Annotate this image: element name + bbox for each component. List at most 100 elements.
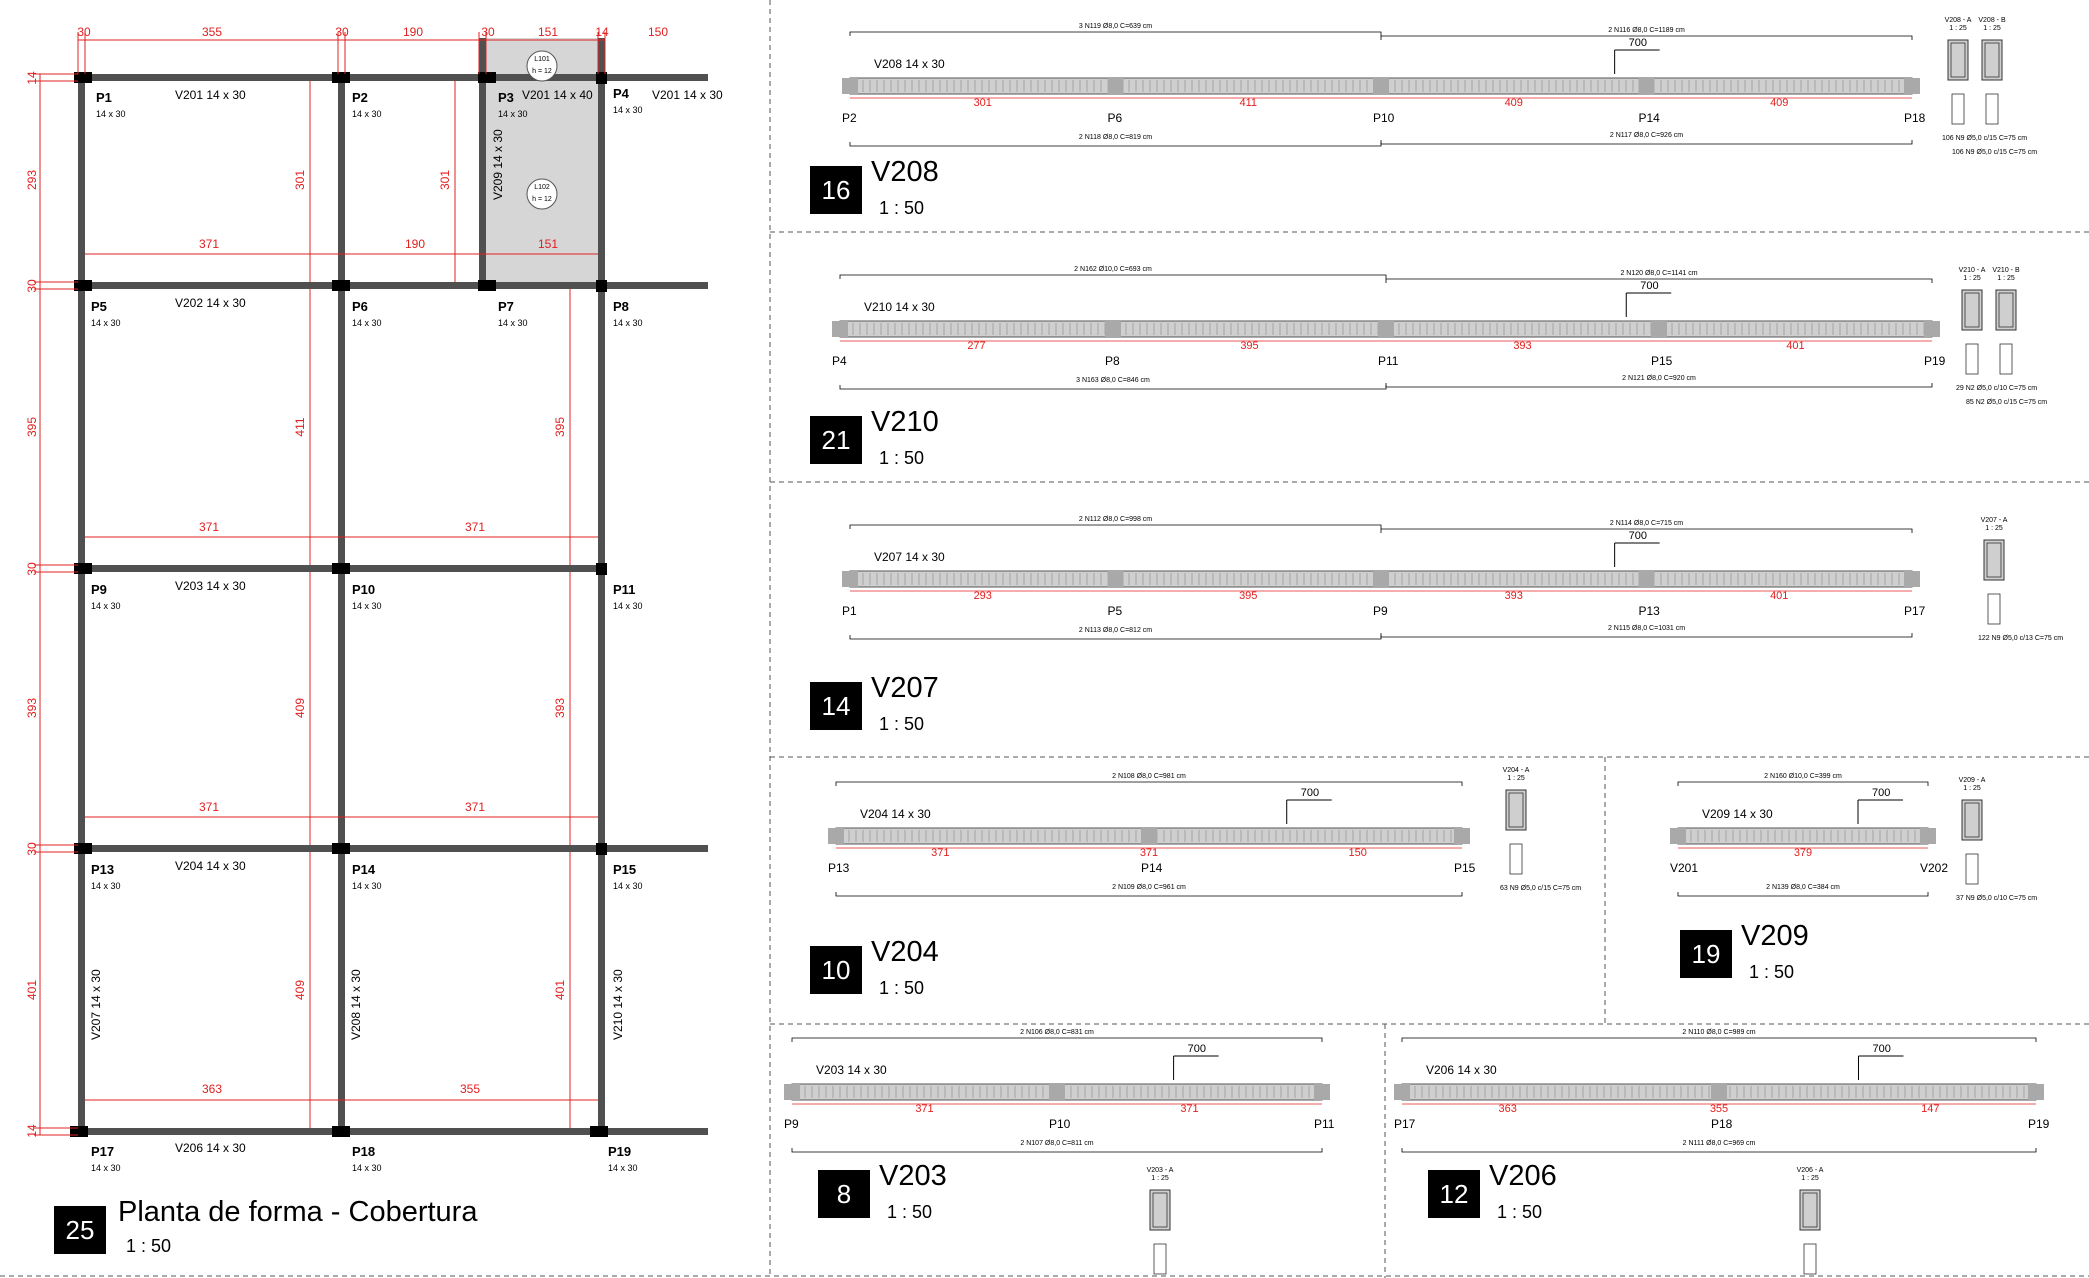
plan-dimension-lines	[34, 32, 606, 1136]
load-value: 700	[1872, 1043, 1890, 1055]
beam-label-v206: V206 14 x 30	[175, 1141, 246, 1155]
dim-inner-8: 355	[460, 1082, 480, 1096]
pillar-size: 14 x 30	[352, 1163, 382, 1173]
dim-left-1: 293	[25, 170, 39, 190]
support-V202	[1920, 828, 1936, 844]
dim-top-0: 30	[77, 25, 91, 39]
support-P15	[1651, 321, 1667, 337]
pillar-label-p14: P14	[352, 862, 376, 877]
detail-scale-v206: 1 : 50	[1497, 1202, 1543, 1222]
stirrup-shape	[1999, 343, 2013, 375]
top-bar-label: 2 N162 Ø10,0 C=693 cm	[1074, 266, 1152, 273]
bottom-bar-label: 2 N118 Ø8,0 C=819 cm	[1079, 134, 1152, 141]
dim-inner-1: 190	[405, 237, 425, 251]
load-value: 700	[1188, 1043, 1206, 1055]
span-dimension: 395	[1240, 340, 1258, 352]
dim-left-4: 30	[25, 562, 39, 576]
beam-name: V208 14 x 30	[874, 57, 945, 71]
support-P9	[1373, 571, 1389, 587]
span-dimension: 301	[974, 97, 992, 109]
beam-name: V207 14 x 30	[874, 550, 945, 564]
support-label: P2	[842, 111, 857, 125]
span-dimension: 371	[1180, 1103, 1198, 1115]
bottom-bar	[849, 142, 1382, 147]
stirrup-shape	[1987, 593, 2001, 625]
section-view	[1983, 539, 2005, 581]
pillar-label-p3: P3	[498, 90, 514, 105]
section-view	[1799, 1189, 1821, 1231]
section-stirrup	[1802, 1192, 1818, 1228]
dim-top-7: 150	[648, 25, 668, 39]
pillar-size: 14 x 30	[608, 1163, 638, 1173]
detail-scale-v210: 1 : 50	[879, 448, 925, 468]
span-dimension: 147	[1921, 1103, 1939, 1115]
pillar-label-p6: P6	[352, 299, 368, 314]
detail-title-v209: V209	[1741, 920, 1809, 952]
support-label: P17	[1904, 604, 1926, 618]
bottom-bar-label: 3 N163 Ø8,0 C=846 cm	[1076, 377, 1150, 384]
span-dimension: 277	[967, 340, 985, 352]
section-title: V206 - A	[1797, 1167, 1824, 1174]
span-dimension: 371	[915, 1103, 933, 1115]
pillar-size: 14 x 30	[352, 601, 382, 611]
section-stirrup	[1964, 802, 1980, 838]
dim-inner-2: 151	[538, 237, 558, 251]
plan-title: Planta de forma - Cobertura	[118, 1196, 478, 1228]
dim-left-0: 14	[25, 71, 39, 85]
pillar-size: 14 x 30	[613, 318, 643, 328]
top-bar	[1401, 1037, 2037, 1042]
beam-v208	[338, 74, 345, 1135]
support-P19	[2028, 1084, 2044, 1100]
bottom-bar	[835, 892, 1463, 897]
support-label: P10	[1373, 111, 1395, 125]
support-P11	[1314, 1084, 1330, 1100]
support-P19	[1924, 321, 1940, 337]
plan-scale: 1 : 50	[126, 1236, 172, 1256]
pillar-label-p2: P2	[352, 90, 368, 105]
dim-left-8: 14	[25, 1124, 39, 1138]
stirrup-shape	[1985, 93, 1999, 125]
section-scale: 1 : 25	[1963, 785, 1981, 792]
beam-label-v201b: V201 14 x 40	[522, 88, 593, 102]
section-scale: 1 : 25	[1151, 1175, 1169, 1182]
beam-label-v209: V209 14 x 30	[491, 129, 505, 200]
beam-v206	[78, 1128, 708, 1135]
dim-left-2: 30	[25, 279, 39, 293]
beam-v204	[78, 845, 708, 852]
span-dimension: 409	[1770, 97, 1788, 109]
pillar-label-p13: P13	[91, 862, 114, 877]
stirrup-label: 37 N9 Ø5,0 c/10 C=75 cm	[1956, 895, 2037, 902]
dim-top-5: 151	[538, 25, 558, 39]
support-P14	[1141, 828, 1157, 844]
pillar-size: 14 x 30	[613, 601, 643, 611]
section-view	[1961, 289, 1983, 331]
dim-vert-2: 411	[293, 417, 307, 436]
dim-vert-7: 401	[553, 980, 567, 1000]
top-bar	[1385, 278, 1933, 283]
pillar-size: 14 x 30	[91, 1163, 121, 1173]
pillar-label-p19: P19	[608, 1144, 631, 1159]
section-scale: 1 : 25	[1507, 775, 1525, 782]
beam-v202	[78, 282, 708, 289]
detail-title-v206: V206	[1489, 1160, 1557, 1192]
pillar-label-p1: P1	[96, 90, 112, 105]
span-dimension: 150	[1348, 847, 1366, 859]
beam-label-v201c: V201 14 x 30	[652, 88, 723, 102]
section-title: V203 - A	[1147, 1167, 1174, 1174]
detail-number-v210: 21	[810, 416, 862, 464]
support-label: P13	[1639, 604, 1661, 618]
pillar-size: 14 x 30	[91, 601, 121, 611]
bottom-bar-label: 2 N113 Ø8,0 C=812 cm	[1079, 627, 1152, 634]
beam-label-v210: V210 14 x 30	[611, 969, 625, 1040]
support-P10	[1049, 1084, 1065, 1100]
support-label: P9	[1373, 604, 1388, 618]
dim-vert-6: 409	[293, 980, 307, 1000]
bottom-bar-label: 2 N107 Ø8,0 C=811 cm	[1020, 1140, 1093, 1147]
detail-number-v206: 12	[1428, 1170, 1480, 1218]
section-title: V210 - A	[1959, 267, 1986, 274]
support-label: V201	[1670, 861, 1698, 875]
pillar-size: 14 x 30	[91, 318, 121, 328]
section-scale: 1 : 25	[1949, 25, 1967, 32]
dim-vert-1: 301	[438, 170, 452, 190]
top-bar	[839, 274, 1387, 279]
